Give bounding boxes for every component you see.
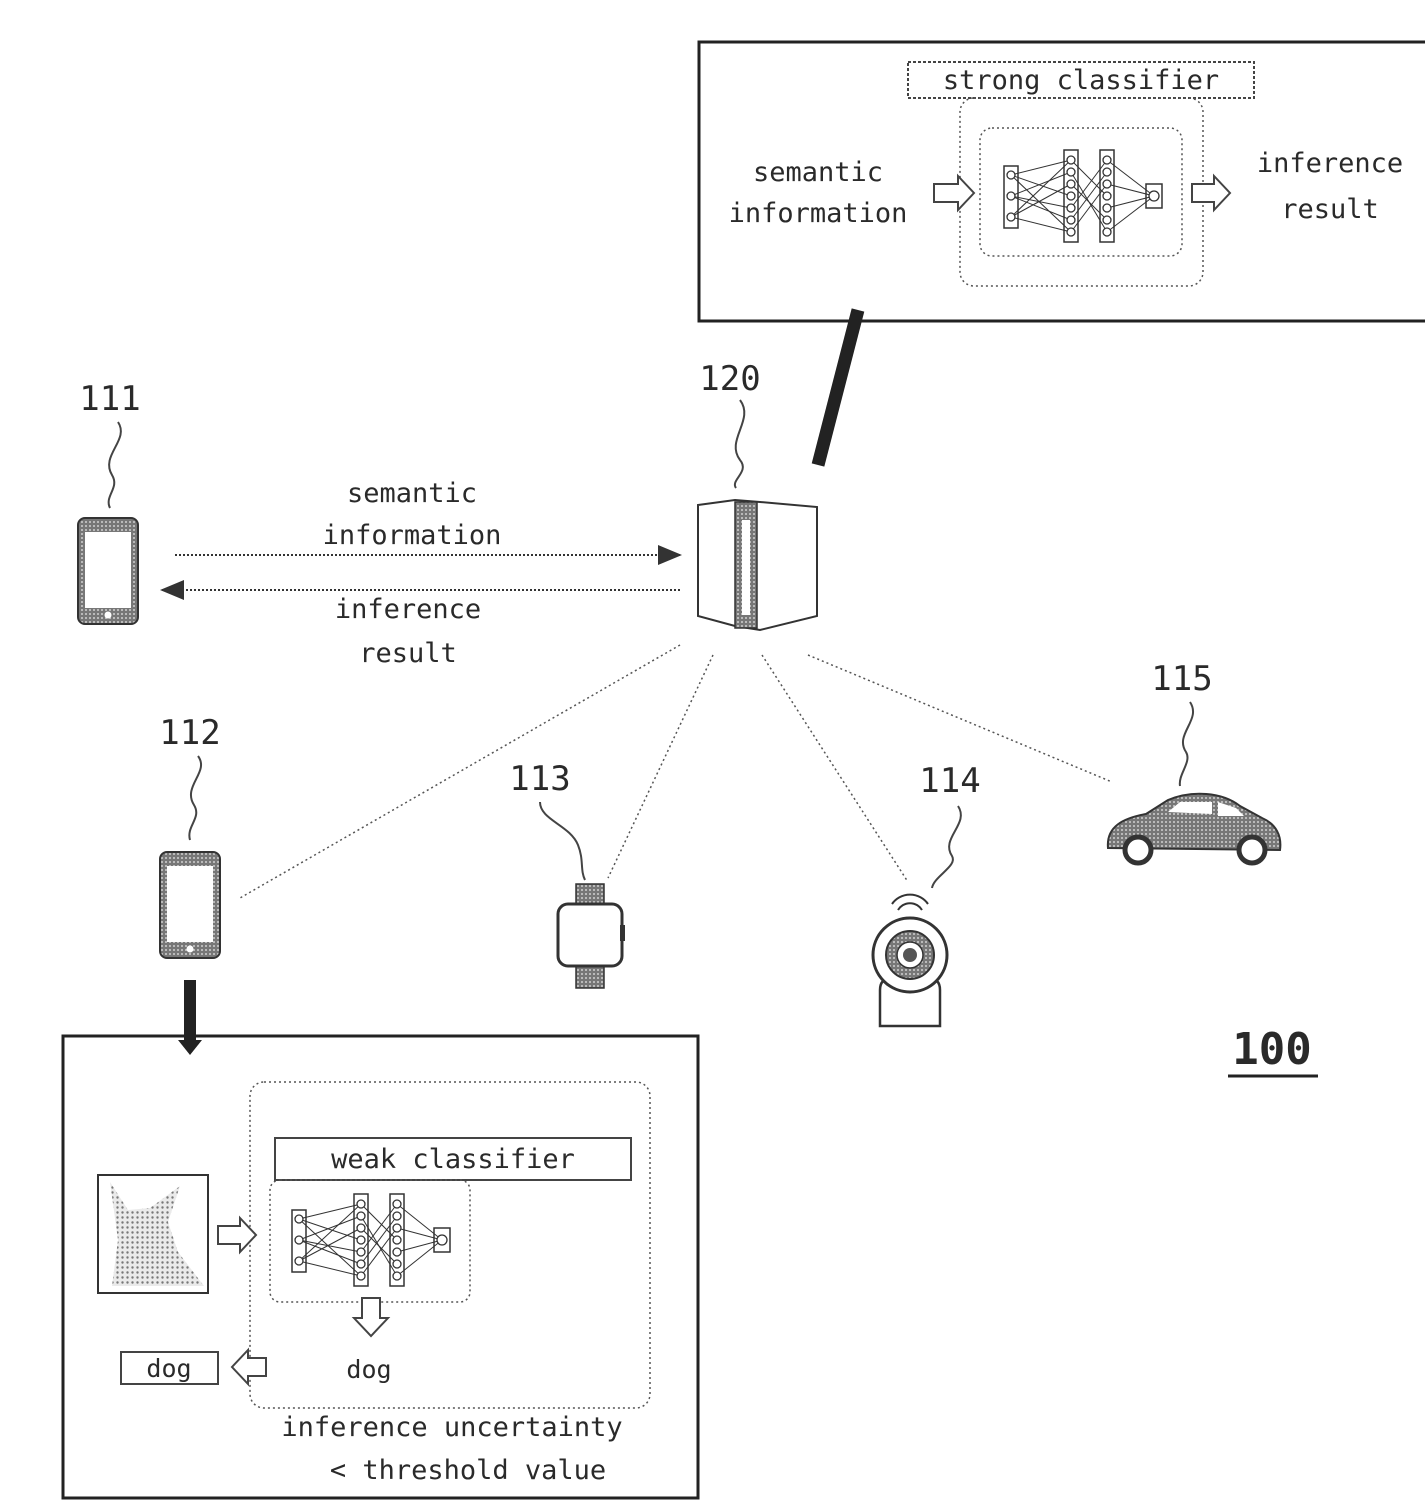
device-112: 112: [159, 713, 220, 958]
figure-number: 100: [1232, 1024, 1311, 1075]
weak-classifier-panel: weak classifier dog dog: [63, 1036, 698, 1498]
strong-classifier-outer-frame: [960, 98, 1203, 286]
link-server-114: [762, 655, 908, 882]
strong-neural-network-icon: [1004, 150, 1162, 242]
strong-output-line2: result: [1281, 194, 1379, 225]
device-115: 115: [1108, 659, 1281, 863]
device-114: 114: [873, 761, 981, 1026]
device-113: 113: [509, 759, 625, 988]
device-111: 111: [78, 379, 141, 624]
uplink-label-line2: information: [323, 520, 502, 551]
server-ref-label: 120: [699, 359, 760, 399]
device-111-leader: [109, 422, 121, 508]
device-114-ref: 114: [919, 761, 980, 801]
link-server-113: [608, 655, 713, 878]
link-server-112: [240, 645, 680, 898]
strong-classifier-title: strong classifier: [943, 65, 1219, 96]
device-113-leader: [540, 802, 585, 880]
smartphone-icon: [160, 852, 220, 958]
server-leader-line: [735, 400, 744, 488]
smartphone-icon: [78, 518, 138, 624]
device-111-ref: 111: [79, 379, 140, 419]
weak-result-arrow: [232, 1350, 266, 1384]
strong-input-arrow: [934, 176, 974, 210]
dog-input-image: [98, 1175, 208, 1293]
weak-neural-network-icon: [292, 1194, 450, 1286]
strong-input-line1: semantic: [753, 157, 883, 188]
weak-input-arrow: [218, 1218, 256, 1252]
device-112-ref: 112: [159, 713, 220, 753]
server-to-strong-panel-link: [818, 310, 858, 465]
strong-input-line2: information: [729, 198, 908, 229]
strong-output-line1: inference: [1257, 148, 1403, 179]
device-113-ref: 113: [509, 759, 570, 799]
strong-classifier-panel: strong classifier semantic information i…: [699, 42, 1425, 321]
weak-result-label: dog: [146, 1354, 191, 1383]
downlink-label-line2: result: [359, 638, 457, 669]
weak-output-arrow: [354, 1298, 388, 1336]
weak-output-label: dog: [346, 1355, 391, 1384]
server-120: 120: [698, 359, 817, 630]
weak-classifier-title: weak classifier: [331, 1144, 575, 1175]
strong-output-arrow: [1192, 176, 1230, 210]
down-arrowhead-icon: [178, 1040, 202, 1055]
weak-caption-line1: inference uncertainty: [281, 1412, 622, 1443]
camera-icon: [873, 895, 947, 1026]
car-icon: [1108, 794, 1281, 863]
device-115-leader: [1180, 702, 1193, 786]
device-112-leader: [189, 756, 201, 840]
smartwatch-icon: [558, 884, 625, 988]
weak-caption-line2: < threshold value: [330, 1455, 606, 1486]
server-icon: [698, 500, 817, 630]
device-114-leader: [932, 806, 961, 888]
device-115-ref: 115: [1151, 659, 1212, 699]
downlink-label-line1: inference: [335, 594, 481, 625]
uplink-label-line1: semantic: [347, 478, 477, 509]
